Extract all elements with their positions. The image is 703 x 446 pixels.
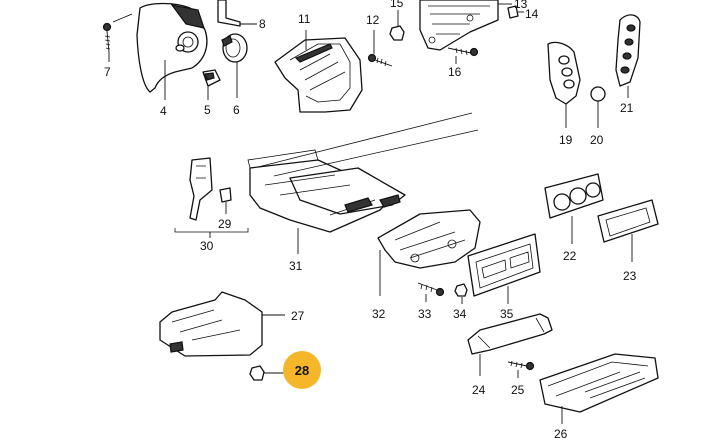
part-15-nut bbox=[389, 10, 405, 41]
label-34: 34 bbox=[453, 307, 467, 321]
part-27-bracket bbox=[159, 291, 285, 357]
part-19-switch-panel bbox=[547, 41, 581, 128]
label-16: 16 bbox=[448, 65, 462, 79]
label-12: 12 bbox=[366, 13, 380, 27]
label-32: 32 bbox=[372, 307, 386, 321]
part-34-nut bbox=[454, 283, 468, 304]
part-35-face-plate bbox=[467, 233, 541, 304]
label-11: 11 bbox=[298, 12, 311, 26]
part-24-bracket bbox=[467, 313, 553, 376]
part-30-bracket bbox=[174, 157, 249, 238]
part-28-nut bbox=[249, 365, 285, 381]
label-4: 4 bbox=[160, 104, 167, 118]
label-35: 35 bbox=[500, 307, 514, 321]
label-15: 15 bbox=[390, 0, 404, 10]
part-32-bracket-frame bbox=[377, 209, 481, 296]
part-26-tray bbox=[539, 353, 659, 424]
part-13-frame bbox=[419, 0, 512, 51]
label-14: 14 bbox=[525, 7, 539, 21]
label-19: 19 bbox=[559, 133, 573, 147]
part-21-switch-panel bbox=[615, 14, 641, 98]
label-20: 20 bbox=[590, 133, 604, 147]
part-33-screw bbox=[417, 282, 445, 302]
part-5-clip bbox=[202, 69, 221, 100]
part-29-clip bbox=[219, 187, 232, 214]
label-31: 31 bbox=[289, 259, 303, 273]
label-22: 22 bbox=[563, 249, 577, 263]
label-21: 21 bbox=[620, 101, 634, 115]
highlight-callout-28[interactable]: 28 bbox=[283, 351, 321, 389]
label-8: 8 bbox=[259, 17, 266, 31]
label-27: 27 bbox=[291, 309, 305, 323]
part-11-housing bbox=[274, 30, 363, 113]
label-26: 26 bbox=[554, 427, 568, 441]
highlight-circle[interactable] bbox=[283, 351, 321, 389]
label-23: 23 bbox=[623, 269, 637, 283]
part-14-clip bbox=[507, 5, 524, 19]
part-22-gauge-panel bbox=[544, 173, 604, 244]
part-labels: 7 4 5 6 8 11 12 15 13 14 16 19 20 21 29 … bbox=[104, 0, 637, 441]
assembly-guide-lines bbox=[257, 112, 479, 177]
part-12-screw bbox=[367, 30, 393, 67]
part-7-screw bbox=[102, 13, 133, 62]
part-23-trim-frame bbox=[597, 199, 659, 262]
label-25: 25 bbox=[511, 383, 525, 397]
part-6-round-trim bbox=[221, 33, 248, 98]
part-8-bracket bbox=[217, 0, 257, 27]
label-5: 5 bbox=[204, 103, 211, 117]
label-7: 7 bbox=[104, 65, 111, 79]
label-13: 13 bbox=[514, 0, 528, 11]
label-28: 28 bbox=[295, 363, 309, 378]
part-16-screw bbox=[447, 47, 479, 64]
label-29: 29 bbox=[218, 217, 232, 231]
part-25-screw bbox=[507, 360, 535, 378]
label-33: 33 bbox=[418, 307, 432, 321]
label-6: 6 bbox=[233, 103, 240, 117]
part-20-knob bbox=[590, 86, 606, 128]
label-30: 30 bbox=[200, 239, 214, 253]
part-31-radio-housing bbox=[247, 149, 406, 254]
part-4-side-cover bbox=[136, 2, 208, 100]
label-24: 24 bbox=[472, 383, 486, 397]
